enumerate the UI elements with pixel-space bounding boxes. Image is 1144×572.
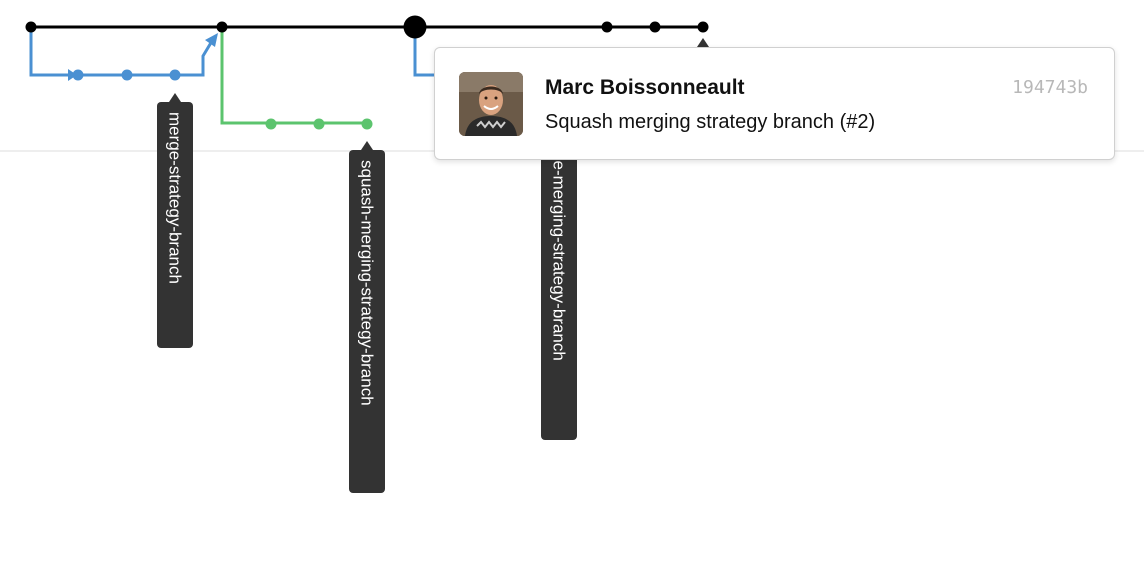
branch-tag-merge[interactable]: merge-strategy-branch	[157, 93, 193, 348]
merge-branch-line	[77, 40, 214, 77]
branch-tag-rebase-label: se-merging-strategy-branch	[549, 152, 569, 361]
main-commit-1[interactable]	[25, 21, 37, 33]
rebase-branch-line	[413, 27, 436, 77]
merge-back-arrow	[205, 33, 218, 47]
main-commit-2[interactable]	[216, 21, 228, 33]
squash-commit-2[interactable]	[313, 118, 325, 130]
commit-author: Marc Boissonneault	[545, 76, 745, 99]
branch-tag-squash-label: squash-merging-strategy-branch	[357, 160, 377, 406]
commit-sha[interactable]: 194743b	[1012, 77, 1088, 98]
merge-commit-1[interactable]	[72, 69, 84, 81]
branch-tag-merge-label: merge-strategy-branch	[165, 112, 185, 284]
hidden-tag-arrow	[697, 38, 709, 47]
avatar	[459, 72, 523, 136]
main-commit-5[interactable]	[649, 21, 661, 33]
branch-tag-squash[interactable]: squash-merging-strategy-branch	[349, 141, 385, 493]
merge-commit-2[interactable]	[121, 69, 133, 81]
commit-tooltip: Marc Boissonneault 194743b Squash mergin…	[434, 47, 1115, 160]
main-commit-6[interactable]	[697, 21, 709, 33]
squash-branch-line	[220, 27, 367, 125]
squash-commit-3[interactable]	[361, 118, 373, 130]
branch-tag-rebase[interactable]: se-merging-strategy-branch	[541, 150, 577, 440]
user-avatar-icon	[459, 72, 523, 136]
commit-message: Squash merging strategy branch (#2)	[545, 111, 876, 133]
merge-branch-out-line	[29, 27, 68, 77]
squash-commit-1[interactable]	[265, 118, 277, 130]
merge-commit-3[interactable]	[169, 69, 181, 81]
main-commit-selected[interactable]	[403, 15, 427, 39]
main-commit-4[interactable]	[601, 21, 613, 33]
